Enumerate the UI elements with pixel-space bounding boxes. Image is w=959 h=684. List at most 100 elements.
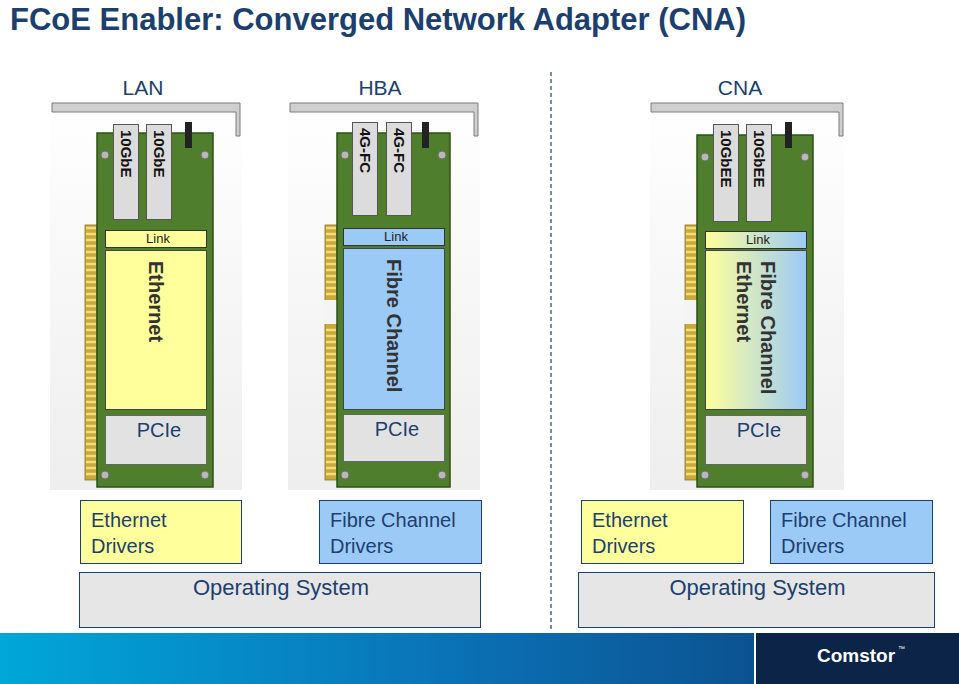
port-clip [185,122,192,148]
vertical-label: Fibre Channel Ethernet [732,261,780,401]
connector-finger [686,287,696,290]
logo-separator [754,633,756,684]
connector-finger [326,401,336,404]
connector-finger [686,275,696,278]
connector-finger [686,443,696,446]
connector-finger [86,347,96,350]
connector-finger [86,275,96,278]
connector-finger [86,245,96,248]
connector-finger [86,377,96,380]
column-heading: HBA [358,76,401,100]
connector-finger [86,449,96,452]
link-bar: Link [343,228,445,246]
connector-finger [86,473,96,476]
connector-finger [86,263,96,266]
edge-connector [85,225,97,480]
connector-finger [86,251,96,254]
connector-finger [86,395,96,398]
connector-finger [326,461,336,464]
port-connector: 4G-FC [352,122,378,216]
connector-finger [326,425,336,428]
screw-hole [101,151,109,159]
screw-hole [101,471,109,479]
connector-finger [326,293,336,296]
connector-finger [686,419,696,422]
connector-finger [686,251,696,254]
box-label: Ethernet Drivers [592,507,722,559]
connector-finger [686,359,696,362]
connector-finger [686,473,696,476]
connector-finger [686,353,696,356]
connector-finger [686,341,696,344]
vertical-label: 4G-FC [356,128,374,173]
connector-finger [86,401,96,404]
connector-finger [686,389,696,392]
mounting-bracket [290,103,478,136]
protocol-engine: Fibre Channel Ethernet [705,250,807,410]
connector-finger [86,443,96,446]
connector-finger [86,389,96,392]
connector-finger [686,371,696,374]
card-backdrop [288,100,480,490]
connector-finger [326,473,336,476]
link-bar: Link [705,231,807,249]
connector-notch [684,300,697,324]
box-label: Operating System [193,575,369,601]
connector-finger [686,335,696,338]
adapter-card [650,100,844,490]
connector-finger [86,371,96,374]
port-clip [785,122,792,148]
connector-finger [326,347,336,350]
screw-hole [201,151,209,159]
connector-finger [686,257,696,260]
connector-finger [326,467,336,470]
connector-finger [86,341,96,344]
connector-finger [86,317,96,320]
connector-finger [86,407,96,410]
trademark-mark: ™ [898,645,905,652]
connector-finger [326,281,336,284]
connector-finger [86,305,96,308]
connector-finger [86,293,96,296]
driver-box: Fibre Channel Drivers [770,500,933,564]
connector-finger [326,359,336,362]
connector-finger [86,413,96,416]
port-connector: 4G-FC [386,122,412,216]
connector-finger [686,239,696,242]
connector-finger [686,395,696,398]
connector-finger [686,269,696,272]
vertical-label: 4G-FC [390,128,408,173]
box-label: Fibre Channel Drivers [781,507,921,559]
connector-finger [326,245,336,248]
connector-finger [326,353,336,356]
connector-finger [86,239,96,242]
box-label: PCIe [375,417,419,441]
logo-text: Comstor [817,645,895,667]
protocol-engine: Fibre Channel [343,248,445,410]
driver-box: Ethernet Drivers [80,500,242,564]
connector-finger [326,233,336,236]
os-box: Operating System [578,572,935,628]
connector-finger [326,377,336,380]
connector-finger [326,389,336,392]
connector-finger [86,269,96,272]
adapter-card [288,100,480,490]
connector-finger [686,293,696,296]
connector-finger [86,323,96,326]
connector-finger [686,437,696,440]
connector-finger [686,467,696,470]
connector-finger [326,341,336,344]
connector-finger [326,335,336,338]
port-connector: 10GbEE [746,124,772,222]
connector-finger [326,383,336,386]
connector-finger [86,455,96,458]
screw-hole [701,153,709,161]
connector-finger [686,413,696,416]
connector-finger [326,395,336,398]
box-label: Link [146,231,170,247]
connector-finger [686,425,696,428]
adapter-card [50,100,242,490]
pcie-interface: PCIe [343,414,445,462]
edge-connector [685,225,697,480]
